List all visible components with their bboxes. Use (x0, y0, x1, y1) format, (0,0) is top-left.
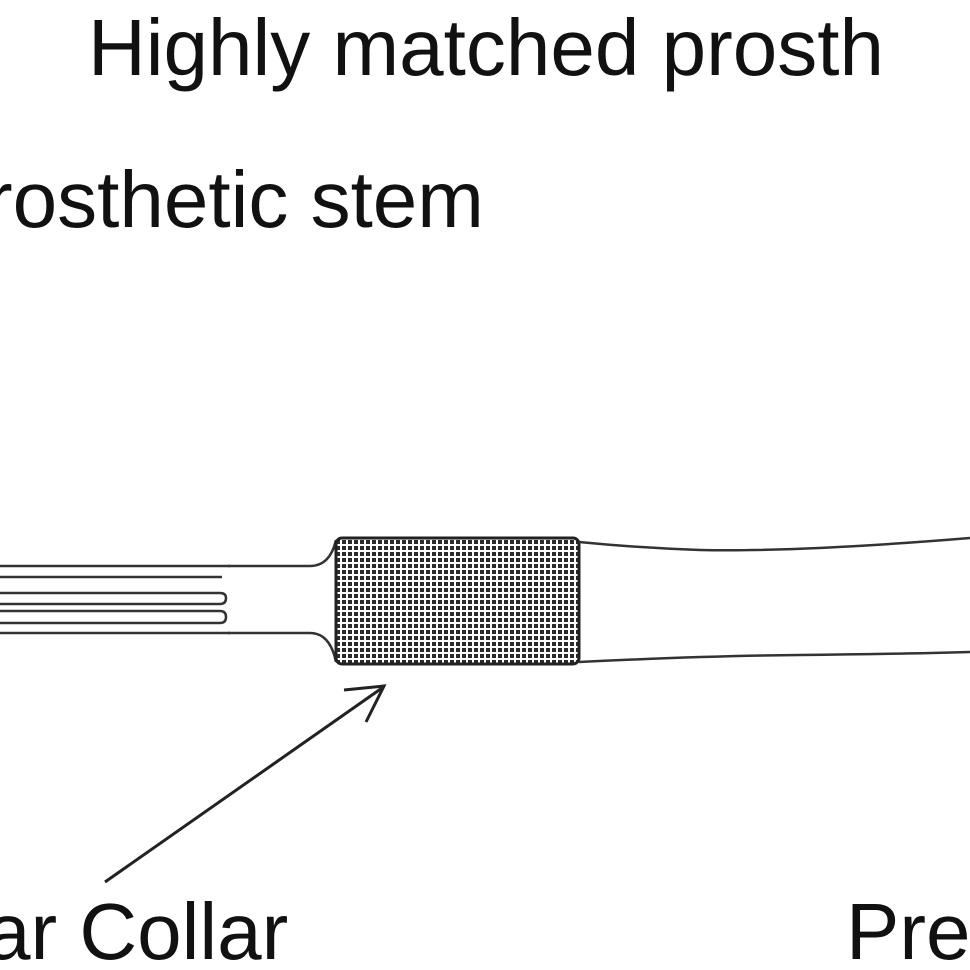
collar-pointer-arrow (104, 684, 387, 884)
right-edge-label: Pre (846, 887, 970, 970)
stem-prongs (0, 564, 230, 635)
diagram-title: Highly matched prosth (88, 3, 884, 92)
porous-collar (334, 536, 581, 666)
prosthetic-stem-label: rosthetic stem (0, 155, 484, 244)
stem-neck (228, 539, 338, 663)
collar-label: ar Collar (0, 887, 289, 970)
prosthesis-body (578, 536, 970, 664)
